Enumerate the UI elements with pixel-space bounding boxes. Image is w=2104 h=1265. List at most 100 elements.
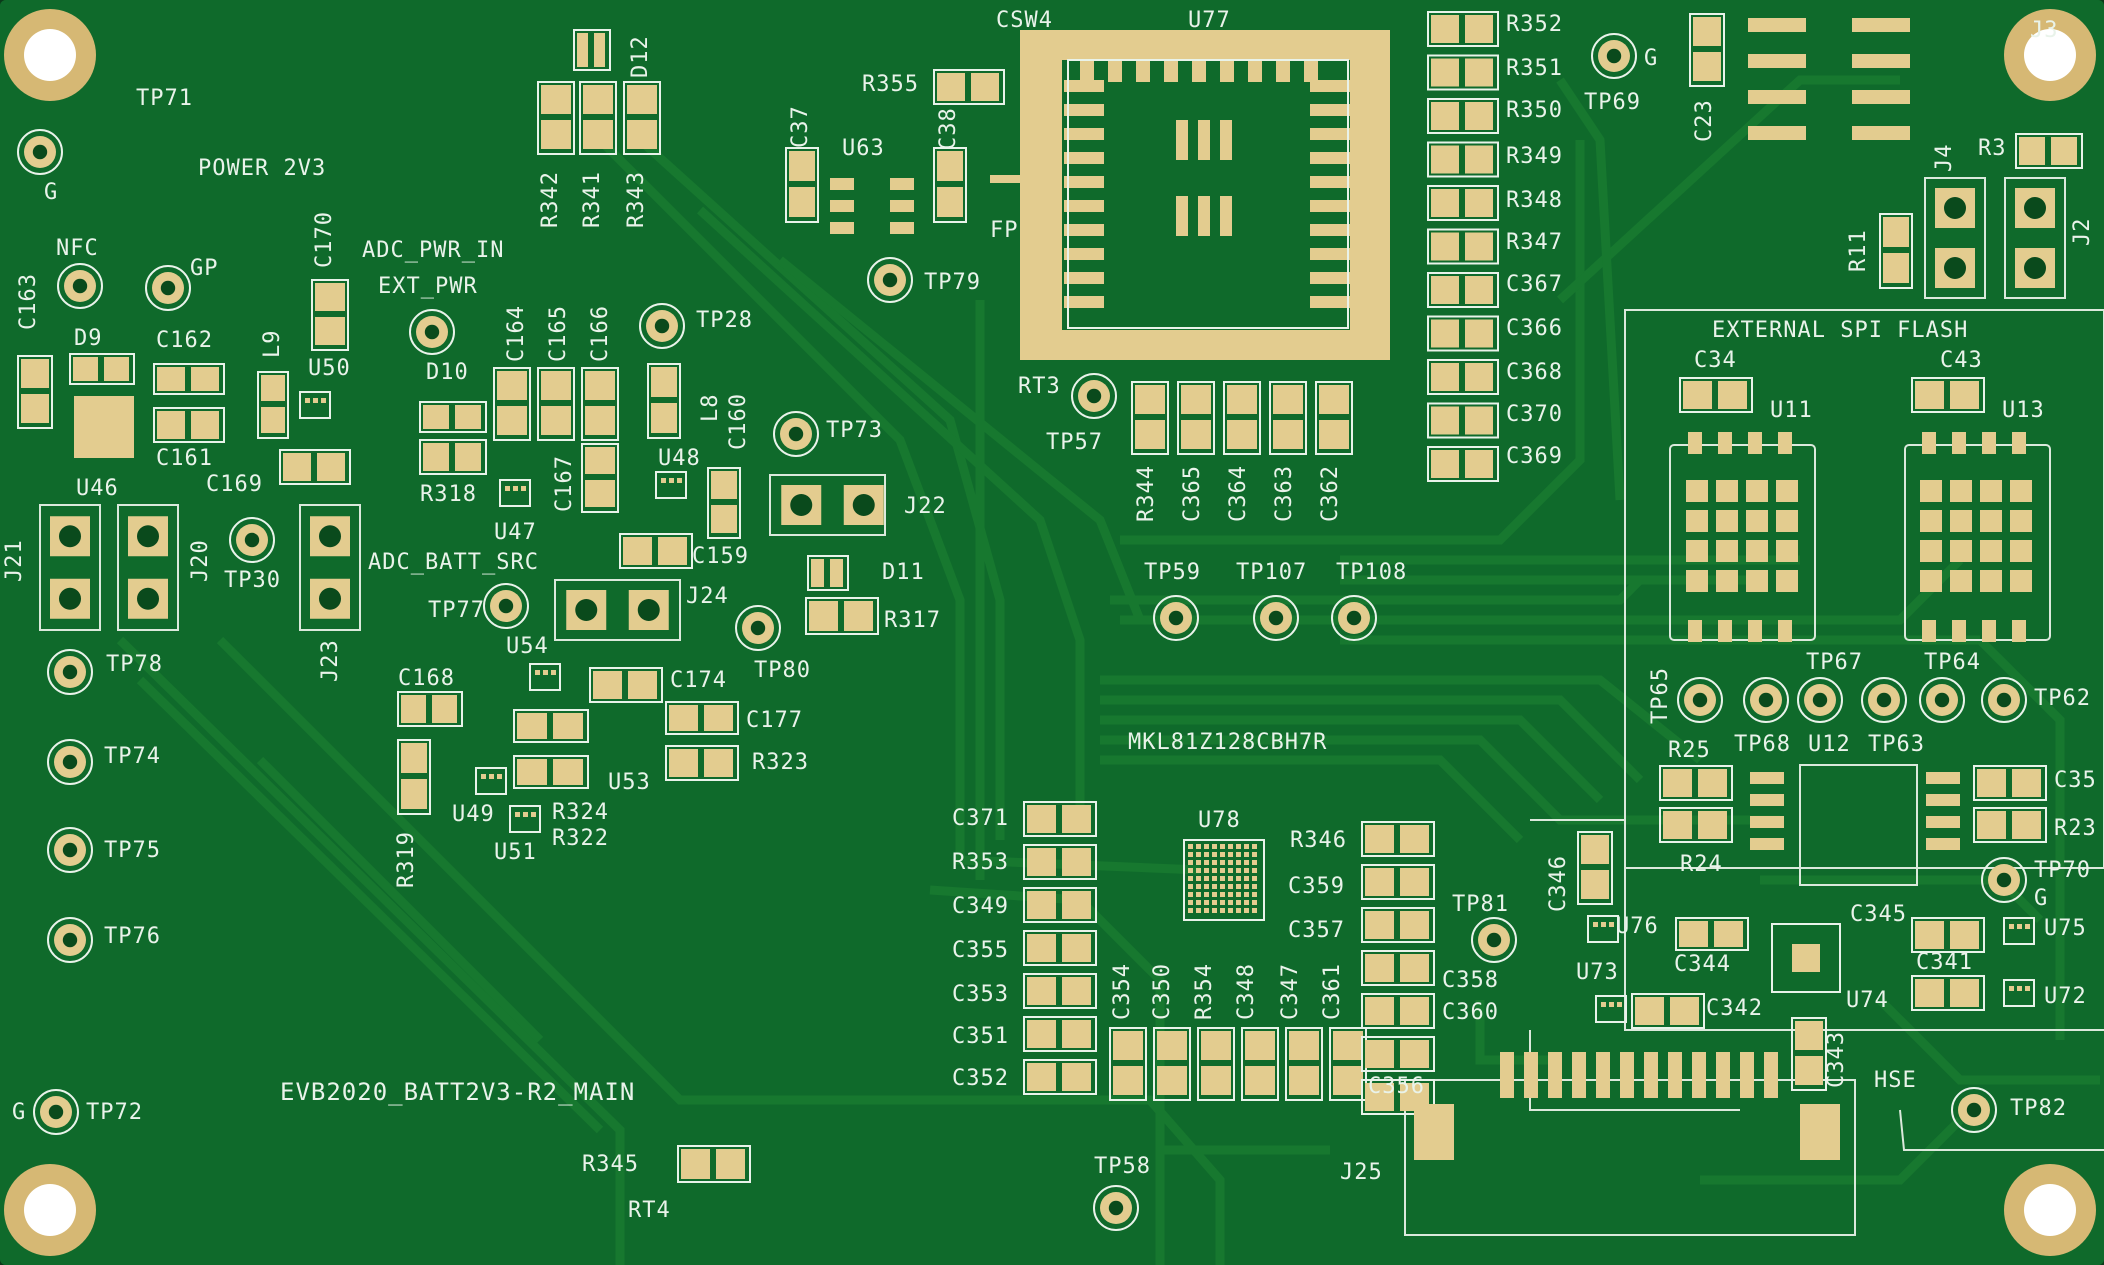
- c164-label: C164: [504, 305, 529, 362]
- module-pad: [1310, 176, 1350, 188]
- c350-label: C350: [1150, 963, 1175, 1020]
- soic-pin: [1750, 772, 1784, 784]
- connector-pin: [1748, 90, 1806, 104]
- r350-label: R350: [1506, 98, 1563, 123]
- component-outline: [1361, 1079, 1435, 1115]
- bga-ball: [1244, 884, 1249, 889]
- solder-pad: [261, 375, 285, 401]
- bga-ball: [1212, 900, 1217, 905]
- board-title-label: EVB2020_BATT2V3-R2_MAIN: [280, 1078, 636, 1106]
- bga-pad: [1980, 480, 2002, 502]
- test-point-ring: [735, 605, 781, 651]
- ic-pin: [830, 178, 854, 190]
- test-point-ring: [1861, 677, 1907, 723]
- c367-label: C367: [1506, 272, 1563, 297]
- c362-label: C362: [1318, 465, 1343, 522]
- bga-ball: [1188, 900, 1193, 905]
- solder-pad: [585, 447, 615, 474]
- component-outline: [1023, 973, 1097, 1009]
- component-outline: [1791, 1017, 1827, 1091]
- module-pad: [1064, 104, 1104, 116]
- module-pad: [1310, 104, 1350, 116]
- solder-pad: [1465, 145, 1493, 174]
- r346-label: R346: [1290, 828, 1347, 853]
- solder-pad: [937, 151, 963, 181]
- small-ic-pin: [551, 670, 556, 675]
- module-pad: [1310, 152, 1350, 164]
- c352-label: C352: [952, 1066, 1009, 1091]
- c361-label: C361: [1320, 963, 1345, 1020]
- bga-ball: [1252, 868, 1257, 873]
- bga-ball: [1212, 908, 1217, 913]
- bga-ball: [1252, 860, 1257, 865]
- solder-pad: [1883, 253, 1909, 283]
- component-outline: [1427, 315, 1499, 352]
- bga-ball: [1196, 884, 1201, 889]
- r3-label: R3: [1978, 136, 2007, 161]
- component-outline: [419, 401, 487, 433]
- flash-pin: [1922, 432, 1936, 454]
- component-outline: [1177, 381, 1215, 455]
- bga-pad: [1920, 510, 1942, 532]
- header-hole: [137, 587, 159, 610]
- c162-label: C162: [156, 328, 213, 353]
- bga-ball: [1196, 868, 1201, 873]
- solder-pad: [1431, 232, 1459, 261]
- component-outline: [1427, 11, 1499, 47]
- header-hole: [790, 494, 813, 516]
- fpc-anchor: [1414, 1104, 1454, 1160]
- flash-pin: [1922, 620, 1936, 642]
- bga-ball: [1228, 892, 1233, 897]
- solder-pad: [1465, 58, 1493, 87]
- test-point-ring: [483, 583, 529, 629]
- solder-pad: [1977, 769, 2006, 797]
- component-outline: [785, 147, 819, 223]
- small-ic-pin: [2009, 986, 2014, 991]
- test-point-hole: [424, 324, 440, 340]
- c169-label: C169: [206, 472, 263, 497]
- bga-pad: [1920, 540, 1942, 562]
- solder-pad: [1883, 217, 1909, 247]
- bga-ball: [1236, 900, 1241, 905]
- l8-label: L8: [698, 393, 723, 423]
- fpc-pin: [1500, 1052, 1514, 1098]
- fpc-pin: [1548, 1052, 1562, 1098]
- bga-ball: [1244, 892, 1249, 897]
- small-ic-outline: [499, 479, 531, 507]
- solder-pad: [1465, 232, 1493, 261]
- solder-pad: [1465, 15, 1493, 43]
- tp81-label: TP81: [1452, 892, 1509, 917]
- tp69-label: TP69: [1584, 90, 1641, 115]
- component-outline: [1675, 917, 1749, 951]
- u76-label: U76: [1616, 914, 1659, 939]
- bga-pad: [1746, 480, 1768, 502]
- tp72-label: TP72: [86, 1100, 143, 1125]
- solder-pad: [704, 705, 733, 731]
- component-outline: [1427, 228, 1499, 265]
- component-outline: [581, 367, 619, 441]
- bga-pad: [1950, 570, 1972, 592]
- tp74-label: TP74: [104, 744, 161, 769]
- r324-label: R324: [552, 800, 609, 825]
- small-ic-pin: [523, 812, 528, 817]
- bga-ball: [1196, 844, 1201, 849]
- solder-pad: [2012, 769, 2041, 797]
- flash-pin: [1748, 620, 1762, 642]
- bga-ball: [1196, 852, 1201, 857]
- solder-pad: [577, 33, 588, 67]
- solder-pad: [1365, 997, 1394, 1025]
- u63-label: U63: [842, 136, 885, 161]
- component-outline: [397, 691, 463, 727]
- bga-pad: [1776, 510, 1798, 532]
- flash-pin: [1718, 620, 1732, 642]
- bga-ball: [1204, 884, 1209, 889]
- component-outline: [311, 279, 349, 351]
- tp63-label: TP63: [1868, 732, 1925, 757]
- rt4-label: RT4: [628, 1198, 671, 1223]
- solder-pad: [104, 357, 129, 381]
- solder-pad: [1795, 1021, 1823, 1050]
- component-outline: [513, 709, 589, 743]
- solder-pad: [1714, 921, 1743, 947]
- bga-ball: [1228, 884, 1233, 889]
- soic-pin: [1750, 838, 1784, 850]
